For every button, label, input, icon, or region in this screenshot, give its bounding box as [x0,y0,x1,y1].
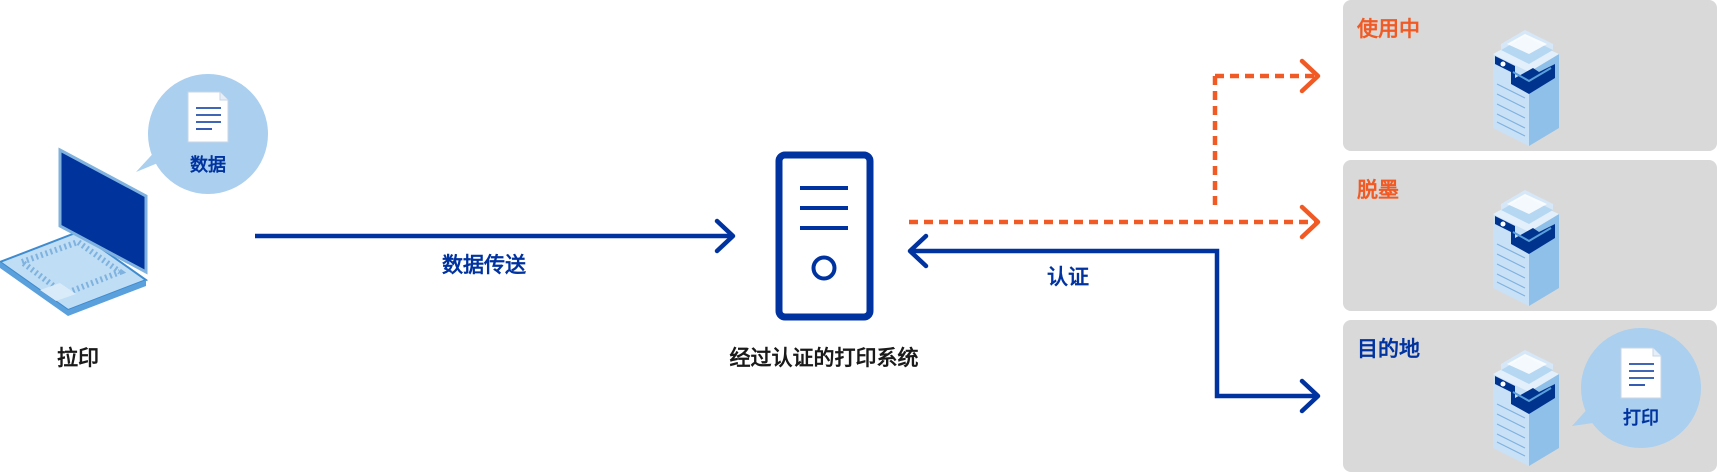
data-transfer-label: 数据传送 [442,253,527,277]
document-icon [1620,347,1662,399]
printer-icon [1492,349,1560,467]
print-bubble: 打印 [1572,328,1701,448]
server-label: 经过认证的打印系统 [730,346,919,370]
printer-icon [1492,189,1560,307]
printer-icon [1492,29,1560,147]
auth-route [907,233,1321,414]
data-transfer-arrow [255,218,736,254]
print-bubble-label: 打印 [1623,407,1659,429]
pull-print-label: 拉印 [57,346,99,370]
document-icon [187,91,229,143]
auth-label: 认证 [1047,265,1089,289]
unavailable-routes [909,58,1321,240]
destination-label-target: 目的地 [1357,337,1420,361]
server-icon [775,151,874,321]
data-bubble-label: 数据 [190,154,226,176]
destination-label-out-of-ink: 脱墨 [1357,178,1399,202]
laptop-icon [0,147,149,316]
destination-label-busy: 使用中 [1356,17,1420,41]
data-bubble: 数据 [136,74,268,194]
